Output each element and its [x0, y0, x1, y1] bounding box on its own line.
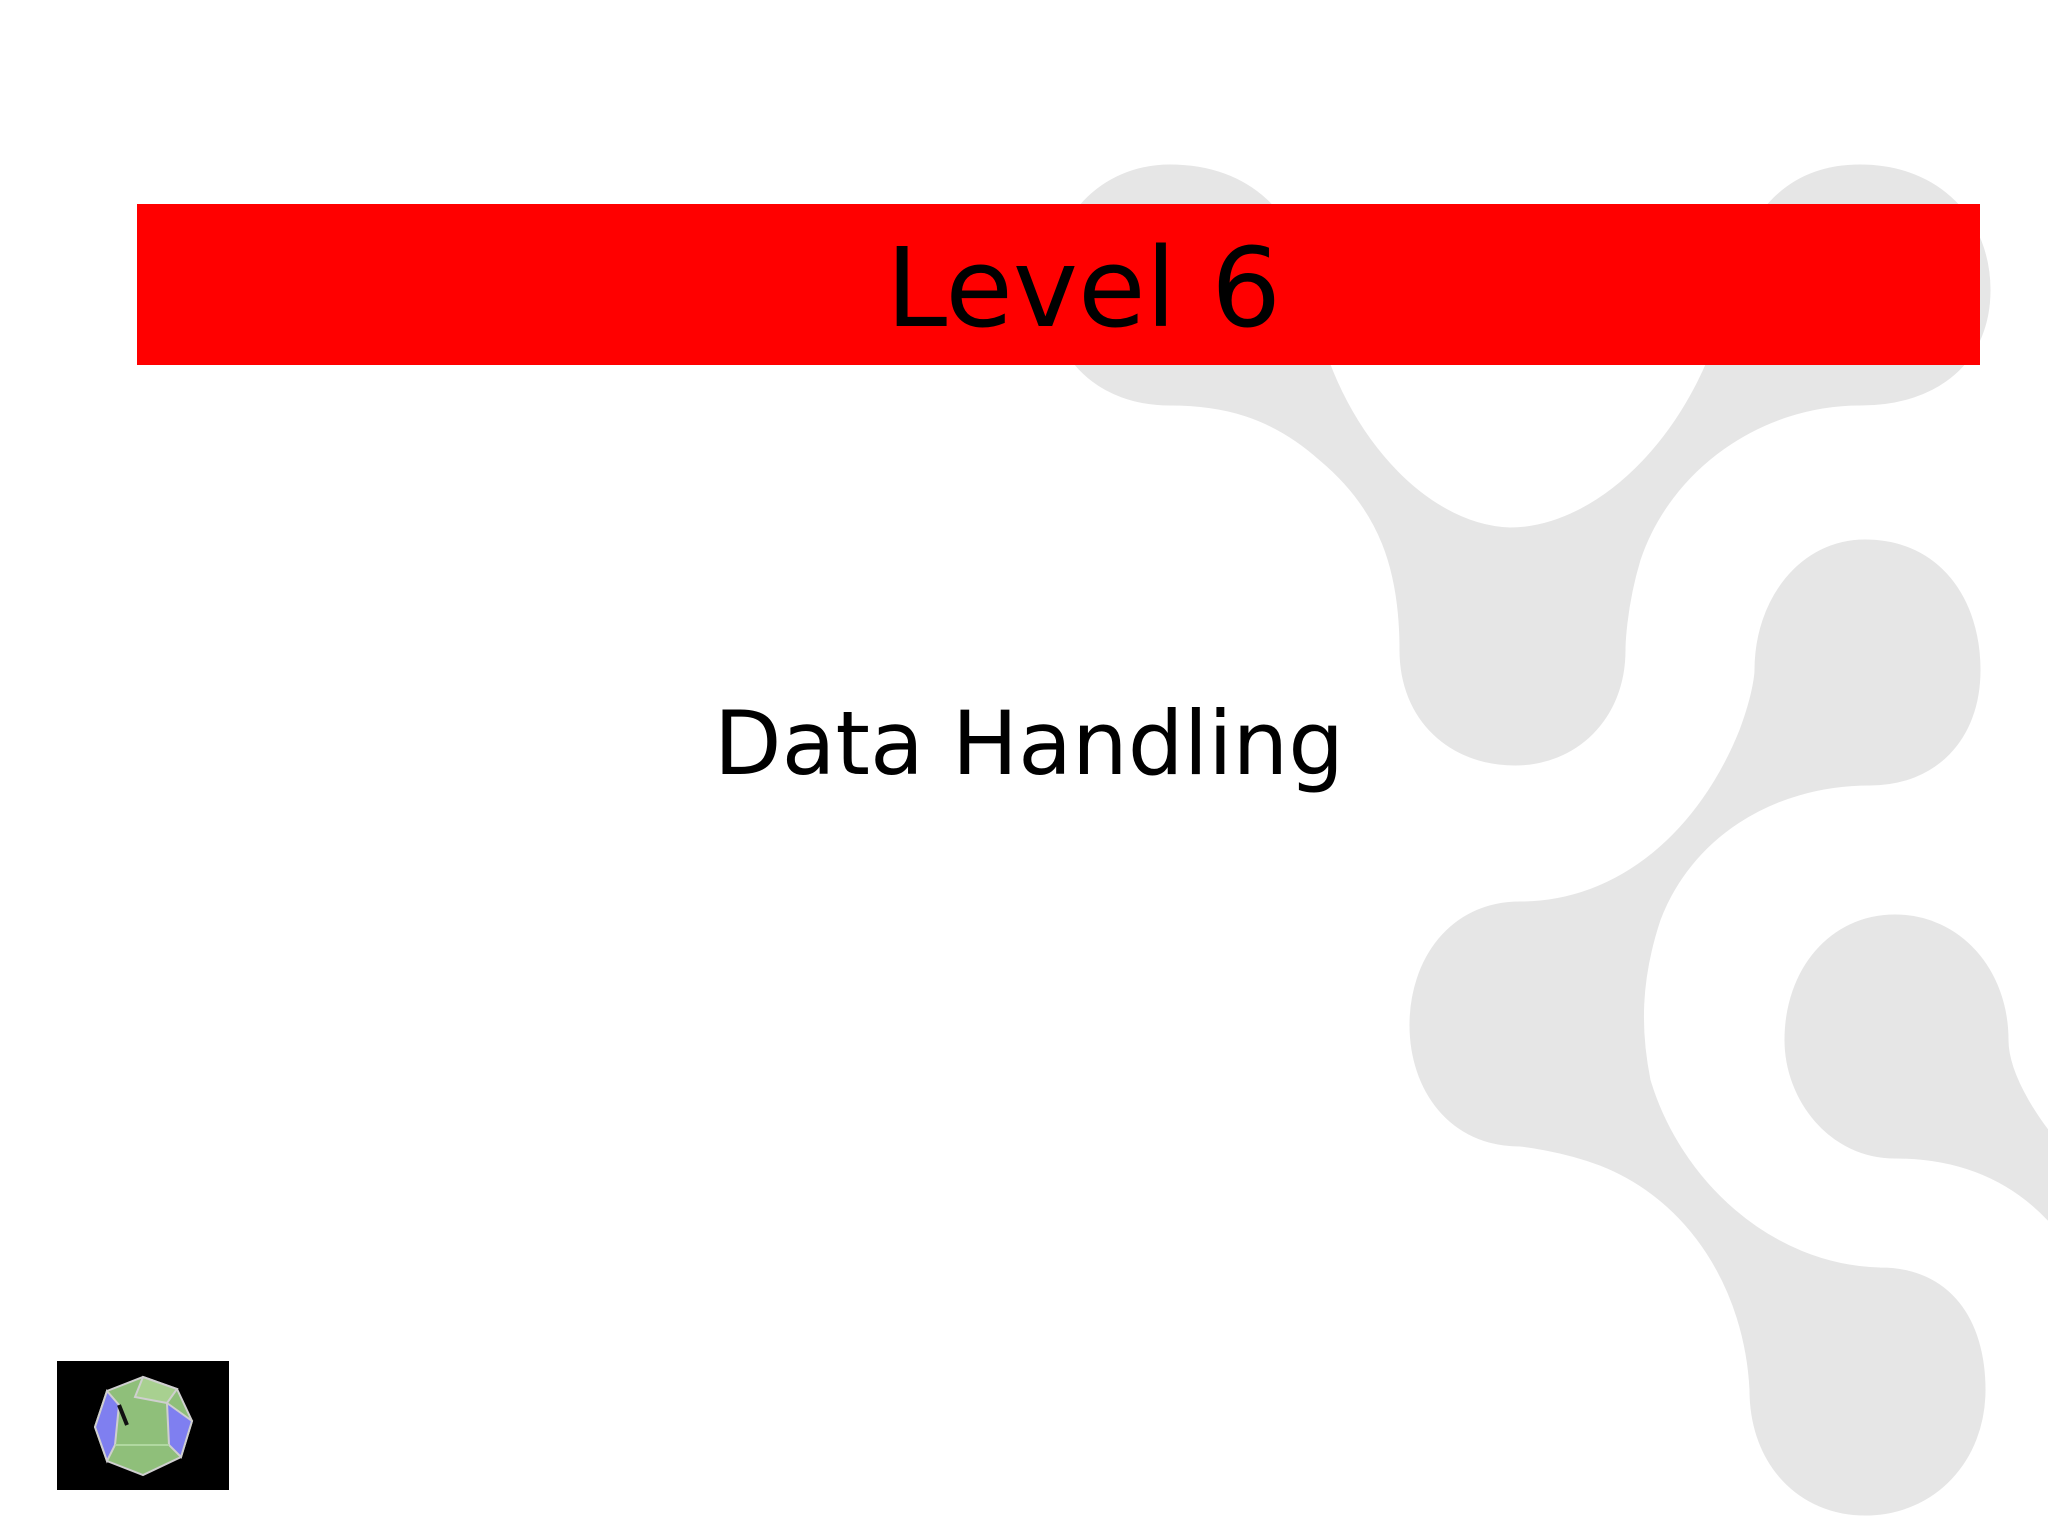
dodecahedron-logo-icon [93, 1375, 194, 1477]
title-bar: Level 6 [137, 204, 1980, 365]
bg-shape-middle [1409, 539, 1986, 1516]
bg-shape-lower [1784, 914, 2048, 1221]
slide-subtitle: Data Handling [713, 692, 1345, 795]
logo-box [57, 1361, 229, 1490]
slide-title: Level 6 [885, 223, 1282, 352]
